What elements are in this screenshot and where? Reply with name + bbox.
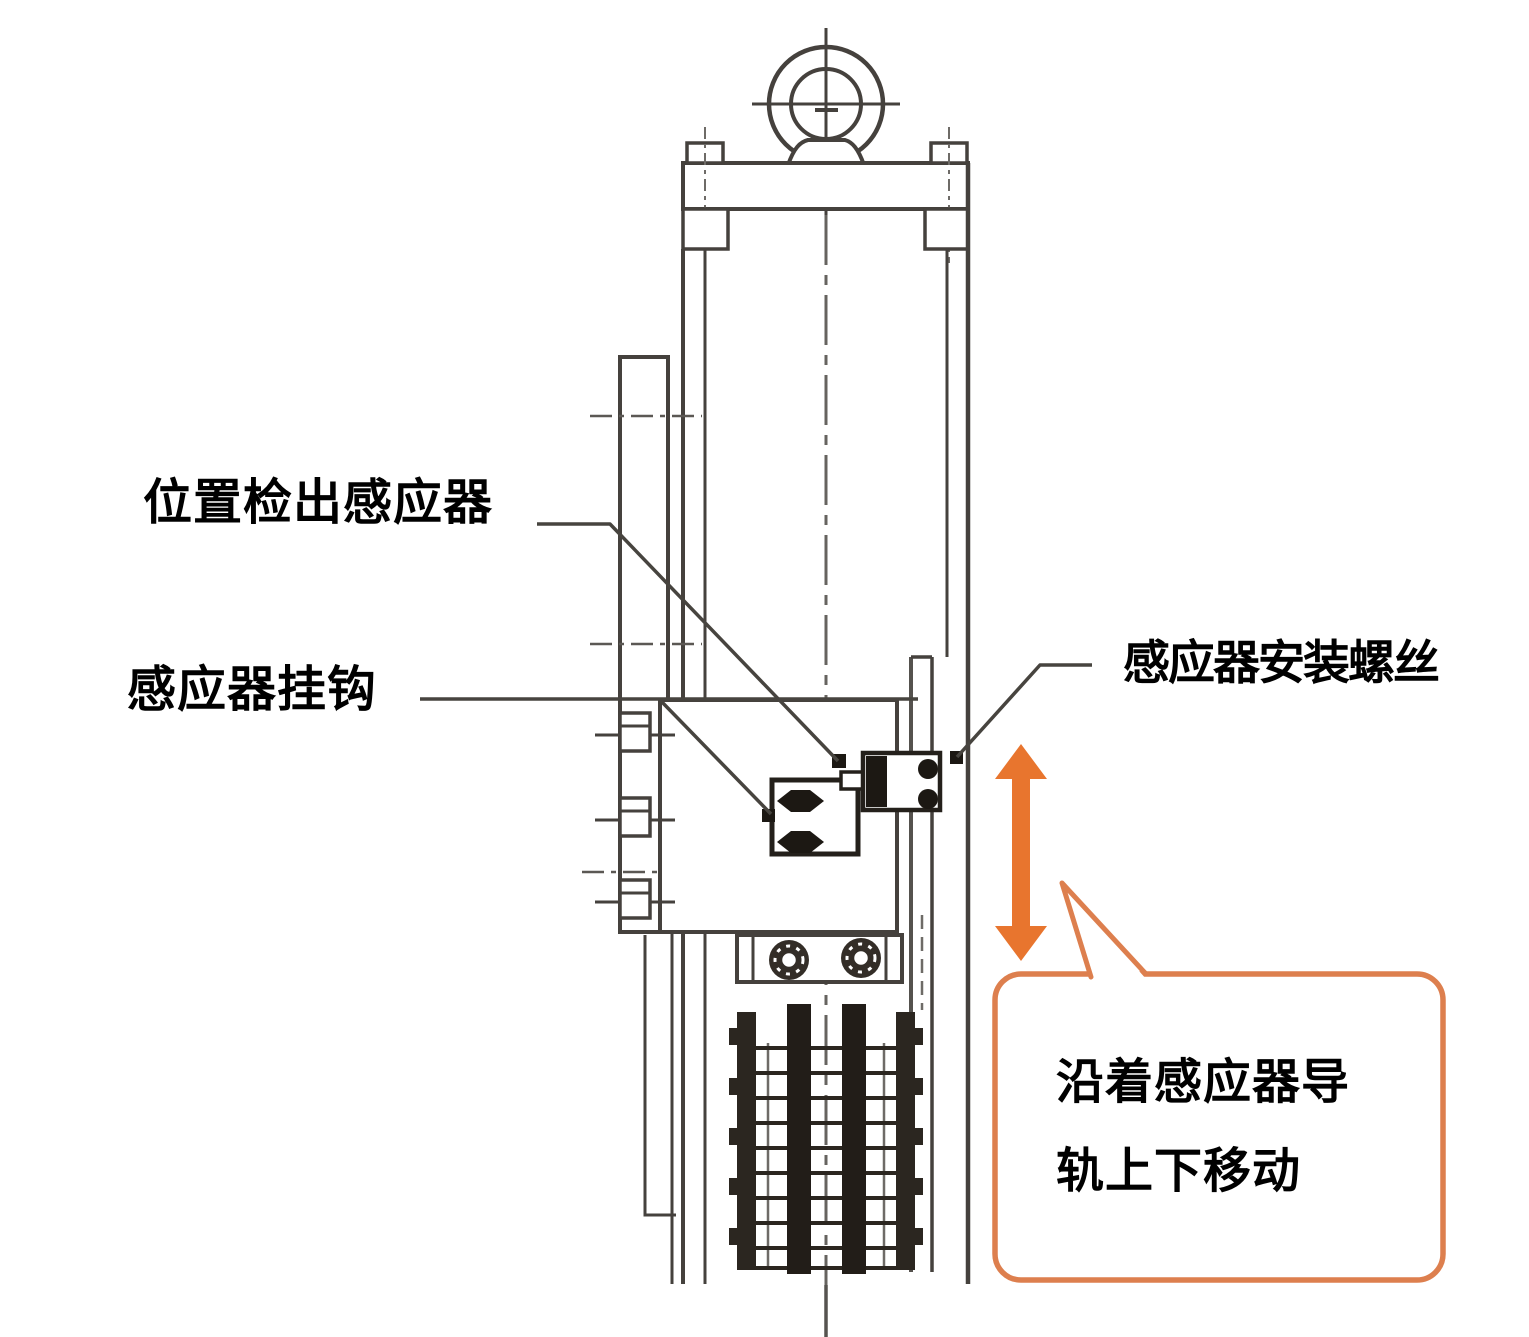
sensor-hook-dot [762, 809, 775, 822]
label-mounting-screw: 感应器安装螺丝 [1123, 636, 1440, 689]
bearing-left [769, 940, 809, 980]
bearing-bolts [735, 933, 904, 984]
callout-text-line1: 沿着感应器导 [1056, 1056, 1351, 1109]
leader-line-position-sensor [537, 522, 840, 763]
actuator-body [643, 163, 971, 1284]
sensor-mounting-screws [860, 750, 963, 813]
carriage-bolts [595, 711, 675, 920]
bearing-right [841, 938, 881, 978]
speech-bubble [992, 880, 1446, 1283]
label-position-sensor: 位置检出感应器 [143, 476, 494, 530]
bellows [729, 1004, 923, 1274]
leader-line-mounting-screw [955, 663, 1092, 759]
bellows-tabs [729, 1028, 923, 1245]
leader-line-sensor-hook [658, 698, 773, 816]
up-down-arrow-icon [995, 744, 1047, 961]
ring-pedestal [785, 138, 867, 167]
label-sensor-hook: 感应器挂钩 [127, 663, 378, 717]
callout-text-line2: 轨上下移动 [1056, 1145, 1302, 1198]
eye-bolt-ring [752, 44, 900, 167]
speech-bubble-tail [1059, 880, 1149, 980]
